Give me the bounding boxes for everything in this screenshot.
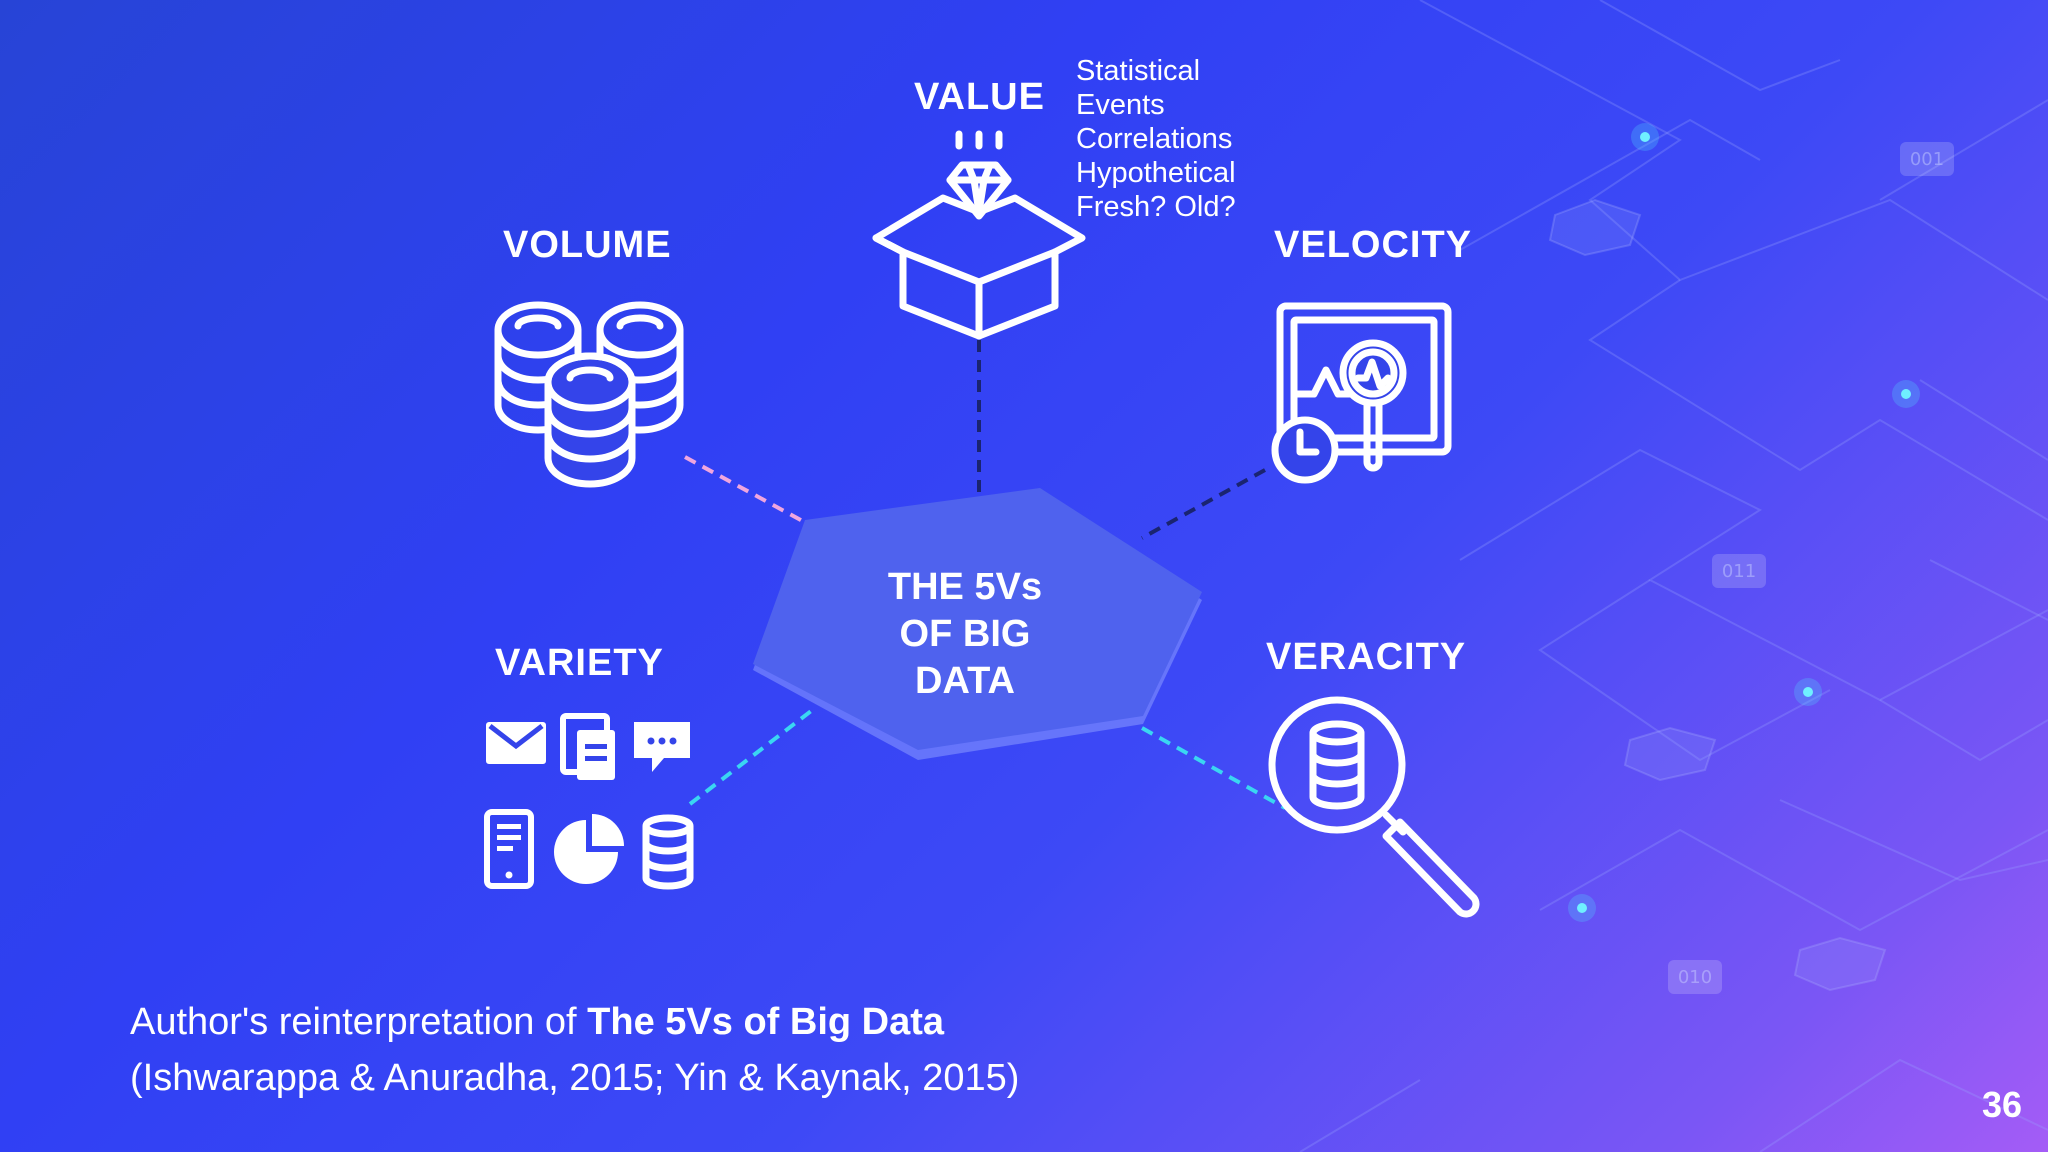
bg-tag-001 (1900, 142, 1954, 176)
value-attribute: Statistical (1076, 55, 1201, 87)
variety-icons (484, 713, 694, 890)
connector-variety (688, 706, 817, 806)
value-attribute: Correlations (1076, 123, 1233, 155)
database-icon (642, 814, 694, 890)
page-number: 36 (1981, 1084, 2022, 1125)
caption: Author's reinterpretation of The 5Vs of … (130, 994, 1019, 1106)
documents-icon (560, 713, 615, 780)
mobile-document-icon (484, 809, 534, 889)
value-attribute: Hypothetical (1076, 157, 1236, 189)
bg-tag-010 (1668, 960, 1722, 994)
caption-citation: (Ishwarappa & Anuradha, 2015; Yin & Kayn… (130, 1057, 1020, 1099)
bg-tag-011-text: 011 (1722, 561, 1756, 582)
center-title-line: DATA (915, 660, 1015, 702)
mail-icon (486, 722, 546, 764)
velocity-label: VELOCITY (1274, 224, 1473, 266)
caption-prefix: Author's reinterpretation of (130, 1001, 588, 1043)
database-stack-icon (494, 301, 684, 488)
magnifier-database-icon (1268, 696, 1480, 918)
center-title-line: THE 5Vs (887, 566, 1043, 608)
bg-tag-001-text: 001 (1910, 149, 1944, 170)
bg-tag-011 (1712, 554, 1766, 588)
caption-title: The 5Vs of Big Data (587, 1001, 945, 1043)
bg-tag-010-text: 010 (1678, 967, 1712, 988)
monitor-analytics-icon (1271, 302, 1452, 484)
value-label: VALUE (914, 76, 1045, 118)
veracity-label: VERACITY (1266, 636, 1467, 678)
value-attribute: Fresh? Old? (1076, 191, 1236, 223)
variety-label: VARIETY (495, 642, 664, 684)
volume-label: VOLUME (503, 224, 672, 266)
center-title-line: OF BIG (899, 613, 1031, 655)
value-attributes-list: Statistical Events Correlations Hypothet… (1076, 54, 1236, 224)
chat-icon (634, 722, 690, 772)
center-title: THE 5Vs OF BIG DATA (840, 564, 1090, 705)
connector-veracity (1141, 726, 1286, 810)
connector-velocity (1141, 468, 1266, 540)
value-attribute: Events (1076, 89, 1165, 121)
caption-line-1: Author's reinterpretation of The 5Vs of … (130, 994, 1019, 1050)
pie-chart-icon (554, 814, 624, 884)
connector-volume (684, 455, 809, 526)
center-hexagon (753, 488, 1202, 760)
diamond-box-icon (872, 130, 1086, 340)
